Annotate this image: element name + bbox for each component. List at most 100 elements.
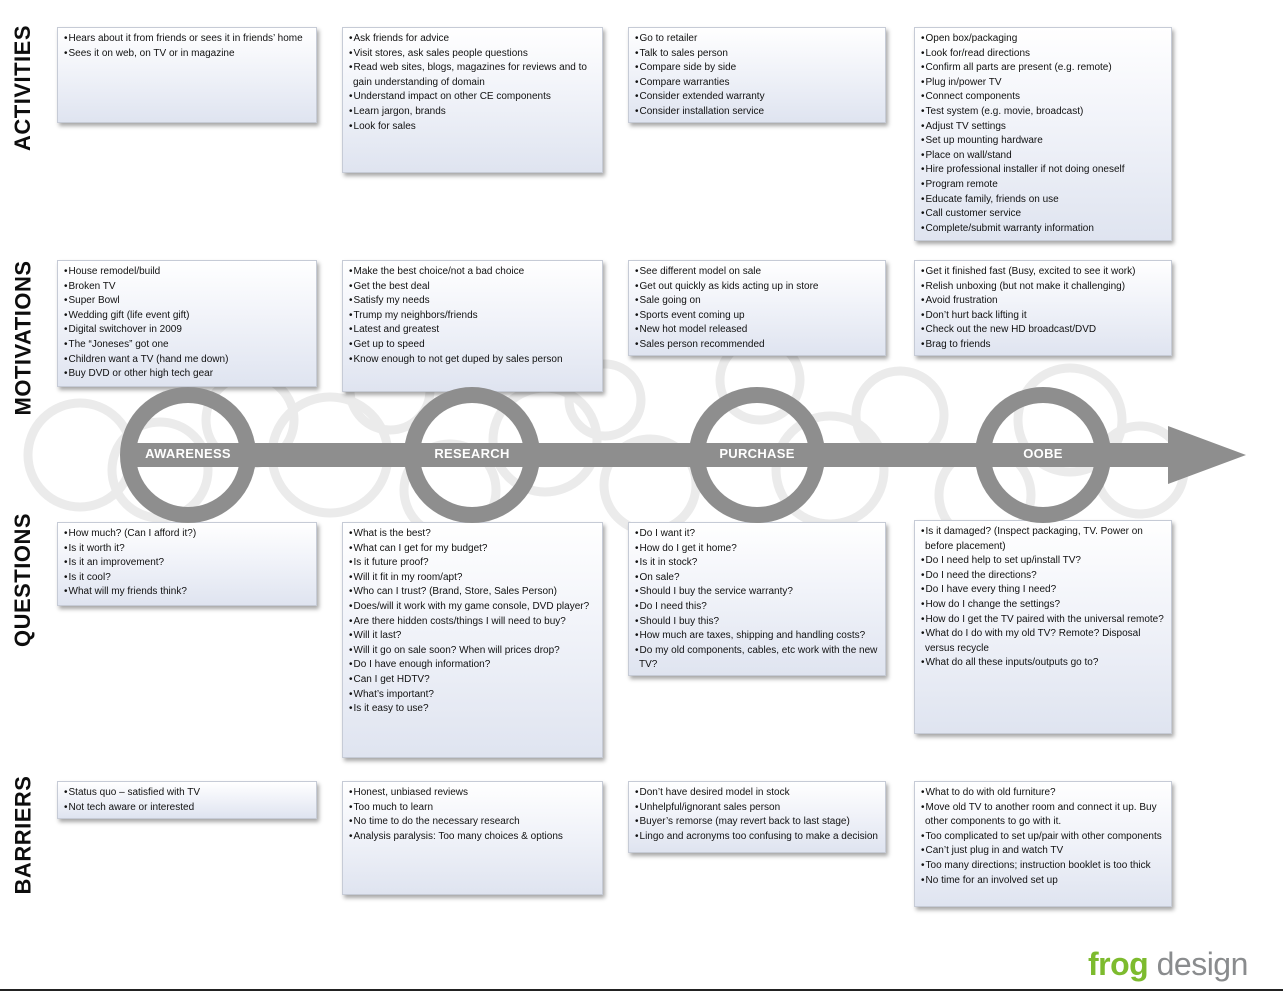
- list-item: Consider extended warranty: [634, 90, 879, 105]
- list-item: Go to retailer: [634, 32, 879, 47]
- frog-design-logo: frog design: [1088, 946, 1248, 982]
- bottom-rule-divider: [0, 989, 1283, 991]
- list-item: Consider installation service: [634, 105, 879, 120]
- list-item: The “Joneses” got one: [63, 338, 310, 353]
- list-item: Unhelpful/ignorant sales person: [634, 801, 879, 816]
- card-motivations-purchase: See different model on saleGet out quick…: [628, 260, 886, 356]
- list-item: Will it go on sale soon? When will price…: [348, 644, 596, 659]
- list-item: What do I do with my old TV? Remote? Dis…: [920, 627, 1165, 656]
- list-item: How do I get the TV paired with the univ…: [920, 613, 1165, 628]
- list-item: Sees it on web, on TV or in magazine: [63, 47, 310, 62]
- list-item: Is it an improvement?: [63, 556, 310, 571]
- list-item: Honest, unbiased reviews: [348, 786, 596, 801]
- list-item: Educate family, friends on use: [920, 193, 1165, 208]
- card-barriers-purchase: Don’t have desired model in stockUnhelpf…: [628, 781, 886, 853]
- card-motivations-research: Make the best choice/not a bad choiceGet…: [342, 260, 603, 392]
- list-item: How much? (Can I afford it?): [63, 527, 310, 542]
- list-item: Hire professional installer if not doing…: [920, 163, 1165, 178]
- list-item: Wedding gift (life event gift): [63, 309, 310, 324]
- list-item: Sale going on: [634, 294, 879, 309]
- list-item: Too much to learn: [348, 801, 596, 816]
- list-item: Call customer service: [920, 207, 1165, 222]
- list-item: Too complicated to set up/pair with othe…: [920, 830, 1165, 845]
- list-item: Avoid frustration: [920, 294, 1165, 309]
- list-item: No time for an involved set up: [920, 874, 1165, 889]
- list-item: Get it finished fast (Busy, excited to s…: [920, 265, 1165, 280]
- list-item: How much are taxes, shipping and handlin…: [634, 629, 879, 644]
- list-item: Read web sites, blogs, magazines for rev…: [348, 61, 596, 90]
- list-item: Do I have every thing I need?: [920, 583, 1165, 598]
- list-item: Get out quickly as kids acting up in sto…: [634, 280, 879, 295]
- list-item: Look for/read directions: [920, 47, 1165, 62]
- list-item: Hears about it from friends or sees it i…: [63, 32, 310, 47]
- list-item: Don’t hurt back lifting it: [920, 309, 1165, 324]
- list-item: Visit stores, ask sales people questions: [348, 47, 596, 62]
- card-activities-awareness: Hears about it from friends or sees it i…: [57, 27, 317, 123]
- card-motivations-awareness: House remodel/buildBroken TVSuper BowlWe…: [57, 260, 317, 387]
- list-item: Move old TV to another room and connect …: [920, 801, 1165, 830]
- list-item: Do I need the directions?: [920, 569, 1165, 584]
- card-questions-oobe: Is it damaged? (Inspect packaging, TV. P…: [914, 520, 1172, 734]
- list-item: Confirm all parts are present (e.g. remo…: [920, 61, 1165, 76]
- list-item: Do I need help to set up/install TV?: [920, 554, 1165, 569]
- list-item: Make the best choice/not a bad choice: [348, 265, 596, 280]
- list-item: Learn jargon, brands: [348, 105, 596, 120]
- list-item: Ask friends for advice: [348, 32, 596, 47]
- list-item: Super Bowl: [63, 294, 310, 309]
- list-item: Can’t just plug in and watch TV: [920, 844, 1165, 859]
- list-item: Relish unboxing (but not make it challen…: [920, 280, 1165, 295]
- list-item: Brag to friends: [920, 338, 1165, 353]
- list-item: Who can I trust? (Brand, Store, Sales Pe…: [348, 585, 596, 600]
- list-item: Is it damaged? (Inspect packaging, TV. P…: [920, 525, 1165, 554]
- list-item: Open box/packaging: [920, 32, 1165, 47]
- card-barriers-research: Honest, unbiased reviewsToo much to lear…: [342, 781, 603, 895]
- list-item: Place on wall/stand: [920, 149, 1165, 164]
- list-item: Is it worth it?: [63, 542, 310, 557]
- list-item: Satisfy my needs: [348, 294, 596, 309]
- list-item: On sale?: [634, 571, 879, 586]
- list-item: Set up mounting hardware: [920, 134, 1165, 149]
- list-item: Can I get HDTV?: [348, 673, 596, 688]
- list-item: See different model on sale: [634, 265, 879, 280]
- card-questions-research: What is the best?What can I get for my b…: [342, 522, 603, 758]
- list-item: What’s important?: [348, 688, 596, 703]
- list-item: Status quo – satisfied with TV: [63, 786, 310, 801]
- stage-oobe: OOBE: [1023, 446, 1063, 461]
- list-item: Should I buy this?: [634, 615, 879, 630]
- list-item: What can I get for my budget?: [348, 542, 596, 557]
- list-item: Are there hidden costs/things I will nee…: [348, 615, 596, 630]
- card-activities-oobe: Open box/packagingLook for/read directio…: [914, 27, 1172, 241]
- list-item: Know enough to not get duped by sales pe…: [348, 353, 596, 368]
- list-item: Will it fit in my room/apt?: [348, 571, 596, 586]
- list-item: Check out the new HD broadcast/DVD: [920, 323, 1165, 338]
- stage-purchase: PURCHASE: [719, 446, 795, 461]
- list-item: How do I get it home?: [634, 542, 879, 557]
- card-barriers-oobe: What to do with old furniture?Move old T…: [914, 781, 1172, 907]
- card-activities-research: Ask friends for adviceVisit stores, ask …: [342, 27, 603, 173]
- list-item: Latest and greatest: [348, 323, 596, 338]
- list-item: Compare warranties: [634, 76, 879, 91]
- list-item: Broken TV: [63, 280, 310, 295]
- list-item: How do I change the settings?: [920, 598, 1165, 613]
- list-item: Is it in stock?: [634, 556, 879, 571]
- stage-research: RESEARCH: [434, 446, 510, 461]
- list-item: Trump my neighbors/friends: [348, 309, 596, 324]
- card-barriers-awareness: Status quo – satisfied with TVNot tech a…: [57, 781, 317, 819]
- list-item: Program remote: [920, 178, 1165, 193]
- list-item: What to do with old furniture?: [920, 786, 1165, 801]
- list-item: Do I want it?: [634, 527, 879, 542]
- list-item: Do I need this?: [634, 600, 879, 615]
- list-item: What will my friends think?: [63, 585, 310, 600]
- list-item: Does/will it work with my game console, …: [348, 600, 596, 615]
- list-item: No time to do the necessary research: [348, 815, 596, 830]
- list-item: Get up to speed: [348, 338, 596, 353]
- list-item: Is it easy to use?: [348, 702, 596, 717]
- list-item: New hot model released: [634, 323, 879, 338]
- list-item: Don’t have desired model in stock: [634, 786, 879, 801]
- list-item: Plug in/power TV: [920, 76, 1165, 91]
- list-item: Buy DVD or other high tech gear: [63, 367, 310, 382]
- list-item: Is it future proof?: [348, 556, 596, 571]
- list-item: House remodel/build: [63, 265, 310, 280]
- card-motivations-oobe: Get it finished fast (Busy, excited to s…: [914, 260, 1172, 356]
- list-item: Do I have enough information?: [348, 658, 596, 673]
